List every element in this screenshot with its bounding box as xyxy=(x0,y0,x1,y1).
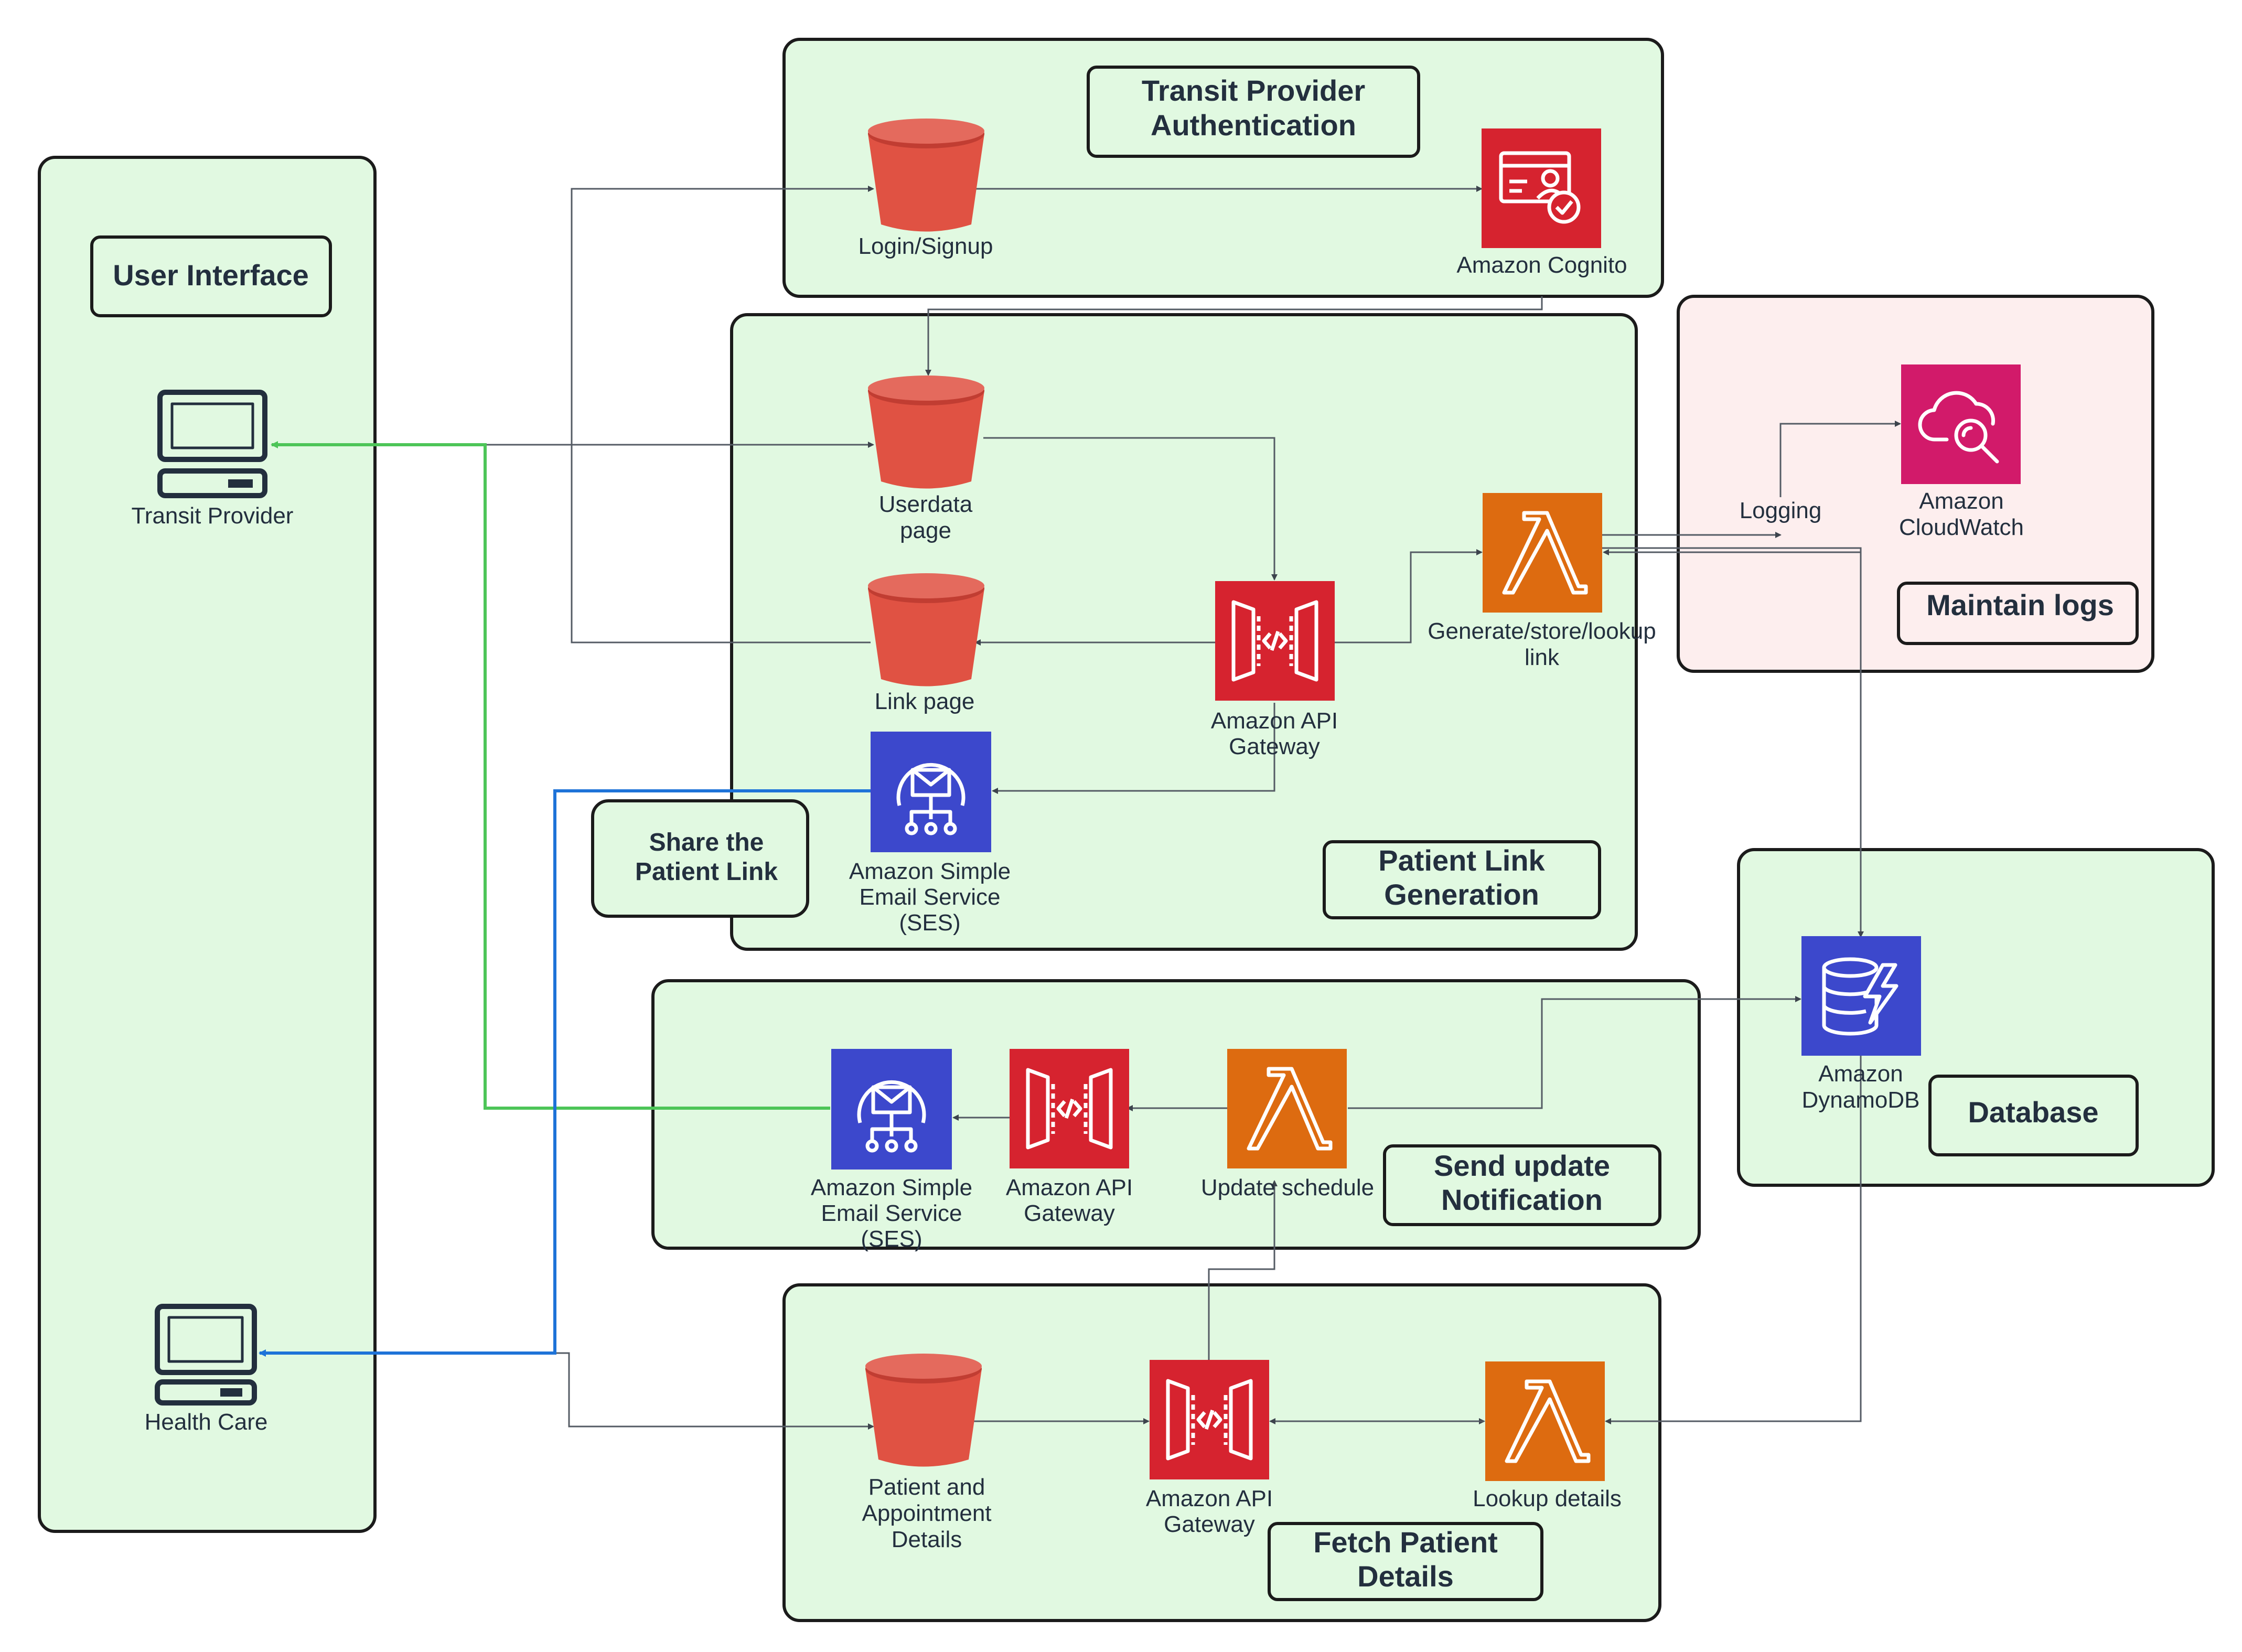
api-gateway-icon-link xyxy=(1215,581,1335,701)
api-gateway-icon-notify xyxy=(1010,1049,1129,1168)
patient-details-bucket-icon xyxy=(865,1354,982,1467)
line-linkpage-to-ui xyxy=(571,445,871,643)
title-notification: Send update Notification xyxy=(1383,1144,1661,1226)
health-care-computer-icon xyxy=(155,1304,257,1406)
title-auth-line2: Authentication xyxy=(1151,109,1356,142)
label-lambda-gen-line1: Generate/store/lookup xyxy=(1428,618,1656,644)
label-patient-details-line1: Patient and xyxy=(868,1474,985,1500)
title-notify-line2: Notification xyxy=(1441,1183,1603,1216)
label-lambda-gen-line2: link xyxy=(1525,645,1560,670)
label-cognito: Amazon Cognito xyxy=(1456,252,1627,278)
group-user-interface xyxy=(38,156,377,1533)
arrow-cognito-to-userdata xyxy=(925,296,1543,376)
ses-icon-notify xyxy=(831,1049,952,1170)
label-ses2-line2: Email Service xyxy=(821,1200,962,1226)
label-linkpage: Link page xyxy=(875,689,975,714)
title-share-line2: Patient Link xyxy=(635,858,778,886)
label-lambda-lookup: Lookup details xyxy=(1473,1486,1622,1511)
arrow-lambda-gen-to-dynamo xyxy=(1602,547,1864,938)
arrow-logging-to-cloudwatch xyxy=(1779,421,1901,497)
api-gateway-icon-fetch xyxy=(1150,1360,1269,1479)
title-notify-line1: Send update xyxy=(1434,1149,1610,1182)
login-bucket-icon xyxy=(868,119,984,232)
title-auth: Transit Provider Authentication xyxy=(1087,66,1420,158)
label-transit-provider: Transit Provider xyxy=(132,503,294,529)
title-link-gen-line1: Patient Link xyxy=(1378,844,1545,877)
label-ses2-line3: (SES) xyxy=(861,1226,922,1252)
label-userdata-line2: page xyxy=(900,518,951,543)
title-share-link: Share the Patient Link xyxy=(591,799,809,918)
linkpage-bucket-icon xyxy=(868,573,984,686)
label-userdata-line1: Userdata xyxy=(879,491,973,517)
label-apigw3-line1: Amazon API xyxy=(1146,1486,1273,1511)
label-cloudwatch-line2: CloudWatch xyxy=(1899,514,2024,540)
title-logs-text: Maintain logs xyxy=(1926,588,2114,621)
label-apigw1-line1: Amazon API xyxy=(1211,708,1338,734)
lambda-icon-generate xyxy=(1483,493,1602,613)
arrow-ses1-to-health-care xyxy=(259,789,871,1357)
userdata-bucket-icon xyxy=(868,376,984,489)
arrow-apigw3-to-lambda-update xyxy=(1208,1180,1278,1360)
arrow-userdata-to-apigw xyxy=(983,437,1278,581)
dynamodb-icon xyxy=(1801,936,1921,1056)
lambda-icon-lookup xyxy=(1485,1361,1605,1481)
arrow-apigw-to-ses1 xyxy=(992,703,1275,794)
title-fetch: Fetch Patient Details xyxy=(1268,1522,1543,1601)
title-fetch-line1: Fetch Patient xyxy=(1313,1526,1498,1559)
label-ses1-line2: Email Service xyxy=(860,884,1001,910)
label-apigw2-line2: Gateway xyxy=(1024,1200,1115,1226)
title-logs: Maintain logs xyxy=(1897,582,2139,645)
label-dynamodb-line2: DynamoDB xyxy=(1802,1087,1920,1113)
label-login-signup: Login/Signup xyxy=(859,233,993,259)
arrow-ui-to-login xyxy=(571,186,874,445)
label-health-care: Health Care xyxy=(145,1409,268,1435)
label-apigw2-line1: Amazon API xyxy=(1006,1175,1133,1200)
title-user-interface: User Interface xyxy=(90,235,332,317)
title-database-text: Database xyxy=(1968,1096,2098,1129)
label-patient-details-line2: Appointment xyxy=(862,1500,991,1526)
title-share-line1: Share the xyxy=(649,829,764,856)
label-cloudwatch-line1: Amazon xyxy=(1919,488,2003,514)
arrow-lambda-update-to-dynamo xyxy=(1348,996,1801,1109)
label-ses1-line3: (SES) xyxy=(899,910,960,936)
cognito-icon xyxy=(1482,128,1601,248)
label-apigw3-line2: Gateway xyxy=(1164,1511,1255,1537)
title-link-gen-line2: Generation xyxy=(1384,878,1539,911)
connectors xyxy=(485,186,1901,1430)
arrow-ses2-to-transit-provider xyxy=(271,441,830,1110)
cloudwatch-icon xyxy=(1901,364,2021,484)
title-user-interface-text: User Interface xyxy=(113,259,309,292)
group-auth xyxy=(782,38,1664,298)
label-logging: Logging xyxy=(1740,498,1822,523)
label-ses1-line1: Amazon Simple xyxy=(849,859,1011,884)
arrow-apigw-to-lambda-gen xyxy=(1335,549,1483,643)
title-auth-line1: Transit Provider xyxy=(1142,74,1365,107)
arrow-dynamo-to-lookup xyxy=(1605,1046,1862,1424)
title-fetch-line2: Details xyxy=(1357,1560,1454,1593)
label-ses2-line1: Amazon Simple xyxy=(811,1175,972,1200)
label-dynamodb-line1: Amazon xyxy=(1818,1061,1903,1087)
ses-icon-link xyxy=(871,732,991,852)
label-patient-details-line3: Details xyxy=(892,1527,962,1552)
transit-provider-computer-icon xyxy=(157,390,267,498)
lambda-icon-update xyxy=(1227,1049,1347,1168)
label-apigw1-line2: Gateway xyxy=(1229,734,1320,759)
title-database: Database xyxy=(1928,1075,2139,1156)
title-link-generation: Patient Link Generation xyxy=(1323,840,1601,919)
label-lambda-update: Update schedule xyxy=(1201,1175,1374,1200)
